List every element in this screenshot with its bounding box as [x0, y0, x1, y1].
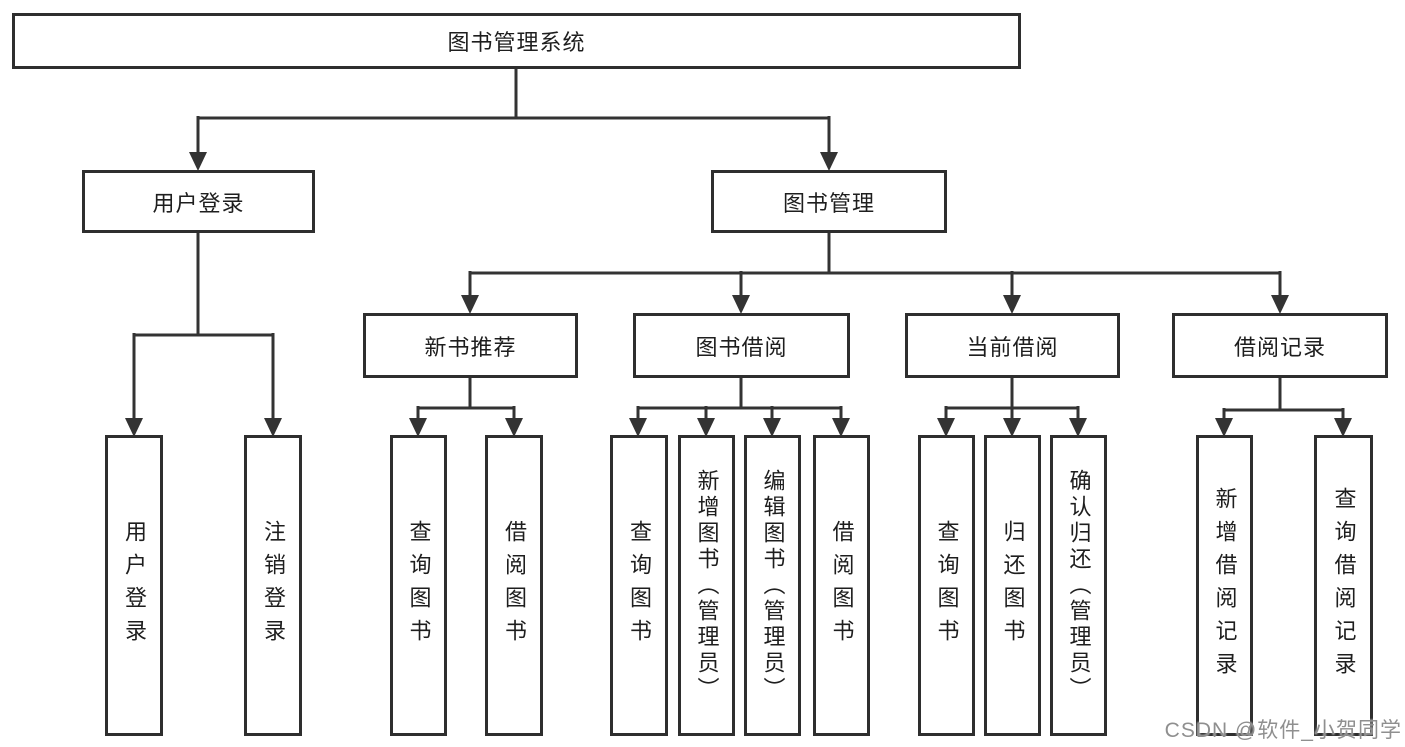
- connector-book-management-to-level3: [468, 230, 1282, 296]
- arrow-down-icon: [461, 295, 479, 314]
- leaf-query-borrow-record: 查询借阅记录: [1314, 435, 1373, 736]
- arrow-down-icon: [189, 152, 207, 171]
- connector-root-to-level2: [196, 66, 831, 153]
- leaf-label: 借阅图书: [829, 519, 855, 652]
- leaf-label: 查询图书: [627, 519, 652, 652]
- connector-user-login-to-leaves: [132, 230, 275, 419]
- leaf-query-books-borrow: 查询图书: [610, 435, 668, 736]
- leaf-logout: 注销登录: [244, 435, 302, 736]
- node-new-book-recommend: 新书推荐: [363, 313, 578, 378]
- connector-new-book-recommend-to-leaves: [416, 375, 516, 419]
- leaf-label: 查询图书: [406, 519, 432, 652]
- leaf-edit-books-admin: 编辑图书（管理员）: [744, 435, 801, 736]
- node-book-management: 图书管理: [711, 170, 947, 233]
- leaf-return-books: 归还图书: [984, 435, 1041, 736]
- leaf-borrow-books: 借阅图书: [813, 435, 870, 736]
- leaf-confirm-return-admin: 确认归还（管理员）: [1050, 435, 1107, 736]
- leaf-add-borrow-record: 新增借阅记录: [1196, 435, 1253, 736]
- leaf-label: 新增借阅记录: [1212, 486, 1238, 685]
- leaf-label: 编辑图书（管理员）: [760, 468, 786, 703]
- leaf-label: 归还图书: [1000, 519, 1026, 652]
- leaf-add-books-admin: 新增图书（管理员）: [678, 435, 735, 736]
- watermark: CSDN @软件_小贺同学: [1164, 719, 1402, 742]
- leaf-label: 查询图书: [934, 519, 960, 652]
- leaf-user-login: 用户登录: [105, 435, 163, 736]
- node-current-borrow: 当前借阅: [905, 313, 1120, 378]
- node-borrow-records: 借阅记录: [1172, 313, 1388, 378]
- leaf-query-books-current: 查询图书: [918, 435, 975, 736]
- leaf-label: 新增图书（管理员）: [694, 468, 720, 703]
- arrow-down-icon: [732, 295, 750, 314]
- arrow-down-icon: [1271, 295, 1289, 314]
- node-book-borrow: 图书借阅: [633, 313, 850, 378]
- leaf-label: 查询借阅记录: [1331, 486, 1357, 685]
- arrow-down-icon: [820, 152, 838, 171]
- leaf-query-books-recommend: 查询图书: [390, 435, 447, 736]
- leaf-label: 注销登录: [261, 519, 286, 652]
- node-user-login: 用户登录: [82, 170, 315, 233]
- connector-book-borrow-to-leaves: [636, 375, 843, 419]
- connector-borrow-records-to-leaves: [1222, 375, 1345, 419]
- arrow-down-icon: [1003, 295, 1021, 314]
- node-library-system: 图书管理系统: [12, 13, 1021, 69]
- leaf-label: 用户登录: [122, 519, 147, 652]
- connector-current-borrow-to-leaves: [944, 375, 1080, 419]
- leaf-borrow-books-recommend: 借阅图书: [485, 435, 543, 736]
- leaf-label: 确认归还（管理员）: [1066, 468, 1092, 703]
- leaf-label: 借阅图书: [502, 519, 527, 652]
